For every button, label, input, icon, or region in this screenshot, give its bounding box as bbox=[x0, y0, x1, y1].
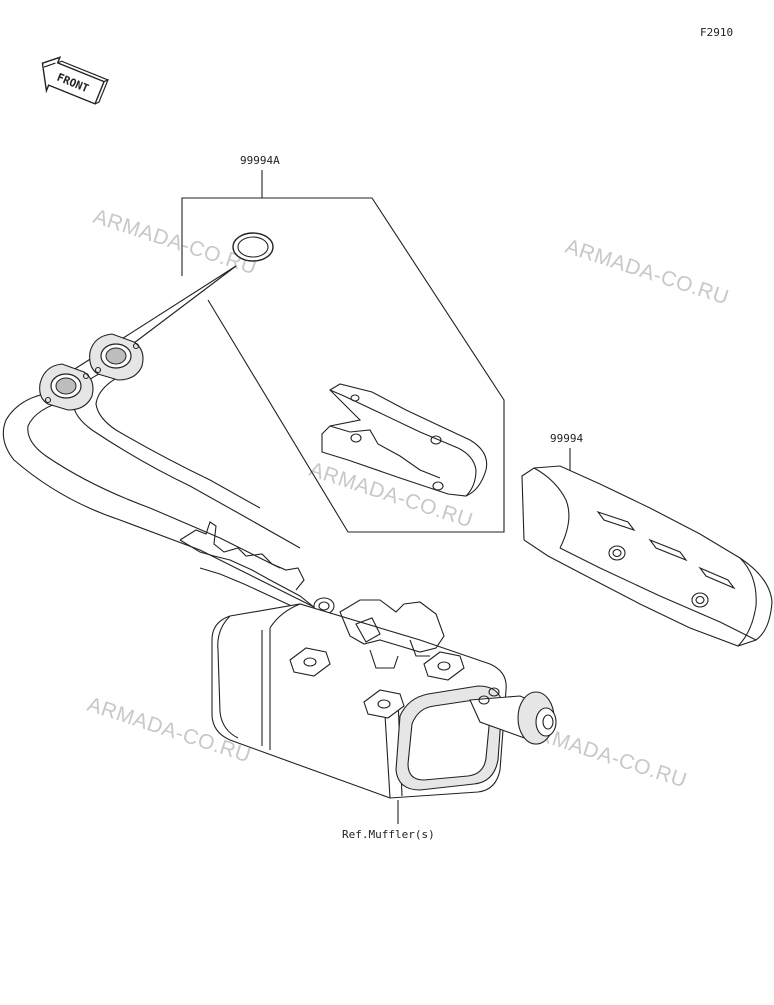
watermark-2: ARMADA-CO.RU bbox=[562, 235, 731, 310]
mounting-tabs bbox=[289, 647, 465, 719]
reference-label: Ref.Muffler(s) bbox=[342, 828, 435, 841]
exhaust-assembly bbox=[2, 333, 557, 799]
part-number-99994: 99994 bbox=[550, 432, 583, 445]
figure-code: F2910 bbox=[700, 26, 733, 39]
exhaust-flange-right bbox=[89, 333, 144, 381]
gasket-ring bbox=[232, 232, 274, 262]
exhaust-flange-left bbox=[39, 363, 94, 411]
kit-99994A-group: 99994A bbox=[69, 154, 505, 533]
heat-shield-small bbox=[321, 383, 488, 497]
kit-99994-group: 99994 bbox=[521, 432, 773, 647]
heat-shield-large bbox=[521, 465, 773, 647]
front-arrow-icon: FRONT bbox=[41, 56, 110, 105]
muffler-body bbox=[211, 599, 557, 799]
part-number-99994A: 99994A bbox=[240, 154, 280, 167]
